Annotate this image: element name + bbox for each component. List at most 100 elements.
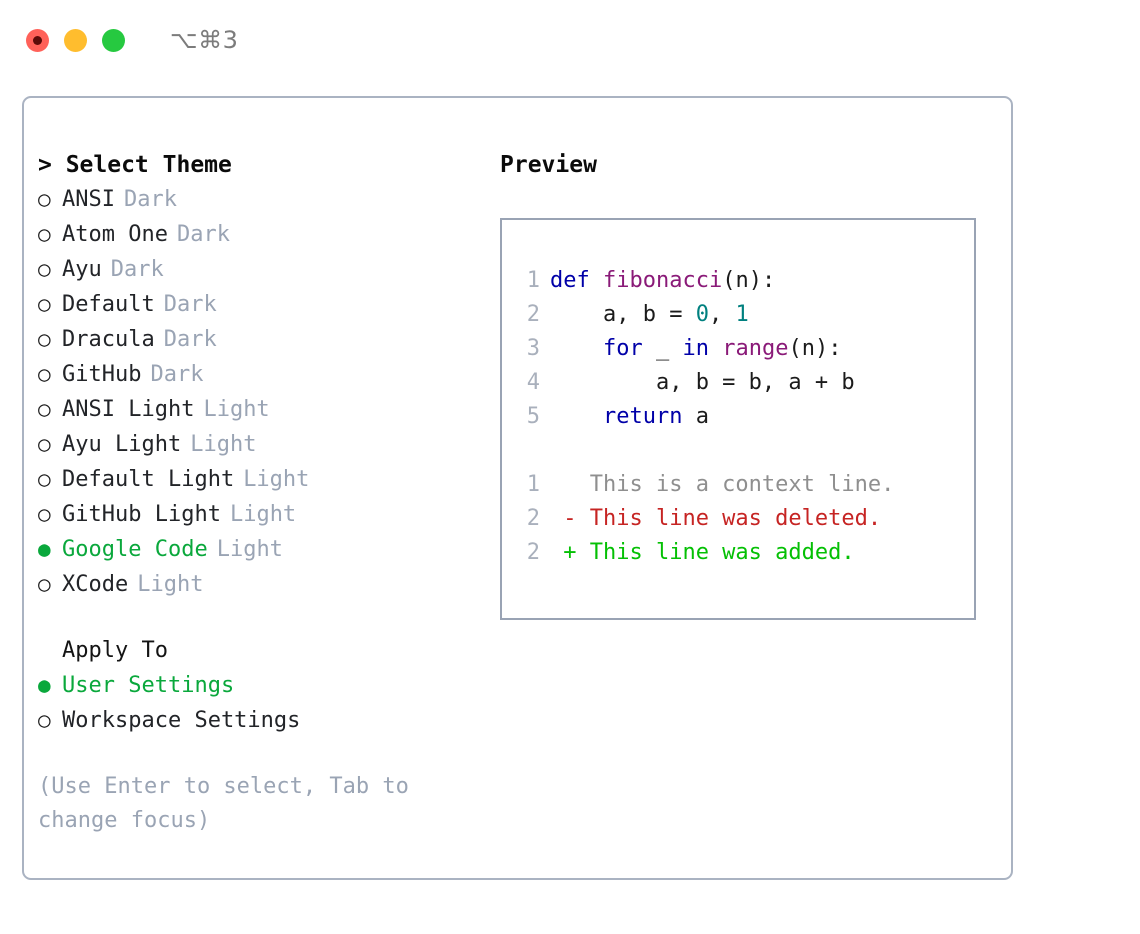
token-kw: in xyxy=(682,336,709,361)
token-plain xyxy=(550,336,603,361)
theme-option-xcode[interactable]: ○ XCode Light xyxy=(38,567,488,602)
theme-option-label: GitHub xyxy=(62,362,142,387)
theme-option-label: XCode xyxy=(62,572,129,597)
token-plain xyxy=(550,404,603,429)
token-plain xyxy=(709,336,722,361)
code-text: return a xyxy=(550,400,709,434)
code-line: 4 a, b = b, a + b xyxy=(516,366,974,400)
select-theme-header: > Select Theme xyxy=(38,152,232,178)
theme-variant-tag: Light xyxy=(203,397,270,422)
close-button[interactable] xyxy=(26,28,49,52)
code-text: def fibonacci(n): xyxy=(550,264,775,298)
token-fn: fibonacci xyxy=(602,268,723,293)
radio-unselected-icon: ○ xyxy=(38,708,51,732)
theme-option-dracula[interactable]: ○ Dracula Dark xyxy=(38,322,488,357)
theme-option-label: GitHub Light xyxy=(62,502,221,527)
line-number: 2 xyxy=(526,506,540,531)
line-number: 1 xyxy=(526,472,540,497)
theme-option-github[interactable]: ○ GitHub Dark xyxy=(38,357,488,392)
radio-unselected-icon: ○ xyxy=(38,292,51,316)
window-title: ⌥⌘3 xyxy=(170,26,239,54)
theme-option-label: Default Light xyxy=(62,467,235,492)
theme-variant-tag: Light xyxy=(229,502,297,527)
window-titlebar: ⌥⌘3 xyxy=(0,0,1140,80)
token-kw: return xyxy=(602,404,683,429)
theme-variant-tag: Dark xyxy=(123,187,177,212)
token-plain: (n): xyxy=(788,336,842,361)
line-number: 3 xyxy=(526,336,540,361)
apply-to-list: ●User Settings ○ Workspace Settings xyxy=(38,668,488,738)
code-text: for _ in range(n): xyxy=(550,332,841,366)
theme-option-label: Atom One xyxy=(62,222,168,247)
theme-option-ayu-light[interactable]: ○ Ayu Light Light xyxy=(38,427,488,462)
theme-option-label: Dracula xyxy=(62,327,155,352)
theme-variant-tag: Light xyxy=(137,572,204,597)
token-add: + This line was added. xyxy=(550,540,855,565)
apply-to-panel: Apply To ●User Settings ○ Workspace Settin… xyxy=(38,634,488,738)
theme-option-label: ANSI Light xyxy=(62,397,195,422)
token-plain: , xyxy=(708,302,736,327)
keyboard-hint: (Use Enter to select, Tab to change focu… xyxy=(38,774,423,833)
token-plain: _ xyxy=(642,336,683,361)
radio-unselected-icon: ○ xyxy=(38,327,51,351)
token-num: 1 xyxy=(735,302,749,327)
theme-variant-tag: Dark xyxy=(163,327,217,352)
token-plain: a xyxy=(682,404,709,429)
code-text: a, b = b, a + b xyxy=(550,366,855,400)
code-line: 1 def fibonacci(n): xyxy=(516,264,974,298)
diff-block: 1 This is a context line.2 - This line w… xyxy=(516,468,974,570)
theme-option-label: Ayu Light xyxy=(62,432,182,457)
radio-unselected-icon: ○ xyxy=(38,362,51,386)
theme-option-label: Google Code xyxy=(62,537,208,562)
radio-unselected-icon: ○ xyxy=(38,572,51,596)
apply-option-workspace-settings[interactable]: ○ Workspace Settings xyxy=(38,703,488,738)
apply-to-header: Apply To xyxy=(62,638,168,663)
theme-variant-tag: Dark xyxy=(176,222,230,247)
apply-option-label: Workspace Settings xyxy=(62,708,301,733)
diff-line: 2 - This line was deleted. xyxy=(516,502,974,536)
theme-variant-tag: Dark xyxy=(150,362,204,387)
diff-text: - This line was deleted. xyxy=(550,502,881,536)
token-plain: (n): xyxy=(722,268,776,293)
code-text: a, b = 0, 1 xyxy=(550,298,749,332)
diff-text: This is a context line. xyxy=(550,468,895,502)
line-number: 2 xyxy=(526,302,540,327)
theme-option-ansi-light[interactable]: ○ ANSI Light Light xyxy=(38,392,488,427)
radio-unselected-icon: ○ xyxy=(38,467,51,491)
radio-unselected-icon: ○ xyxy=(38,257,51,281)
apply-option-user-settings[interactable]: ●User Settings xyxy=(38,668,488,703)
preview-header: Preview xyxy=(500,152,597,178)
theme-variant-tag: Light xyxy=(190,432,257,457)
radio-selected-icon: ● xyxy=(38,673,51,697)
theme-option-label: Default xyxy=(62,292,155,317)
diff-line: 1 This is a context line. xyxy=(516,468,974,502)
code-line: 3 for _ in range(n): xyxy=(516,332,974,366)
line-number: 1 xyxy=(526,268,540,293)
token-kw: for xyxy=(602,336,643,361)
radio-unselected-icon: ○ xyxy=(38,397,51,421)
minimize-button[interactable] xyxy=(64,28,87,52)
token-plain: a, b = b, a + b xyxy=(550,370,855,395)
line-number: 5 xyxy=(526,404,540,429)
code-diff-separator xyxy=(516,434,974,468)
theme-variant-tag: Light xyxy=(216,537,283,562)
token-ctx: This is a context line. xyxy=(550,472,895,497)
token-plain: a, b = xyxy=(550,302,696,327)
maximize-button[interactable] xyxy=(102,28,125,52)
diff-text: + This line was added. xyxy=(550,536,855,570)
code-line: 5 return a xyxy=(516,400,974,434)
radio-unselected-icon: ○ xyxy=(38,432,51,456)
theme-option-label: Ayu xyxy=(62,257,102,282)
